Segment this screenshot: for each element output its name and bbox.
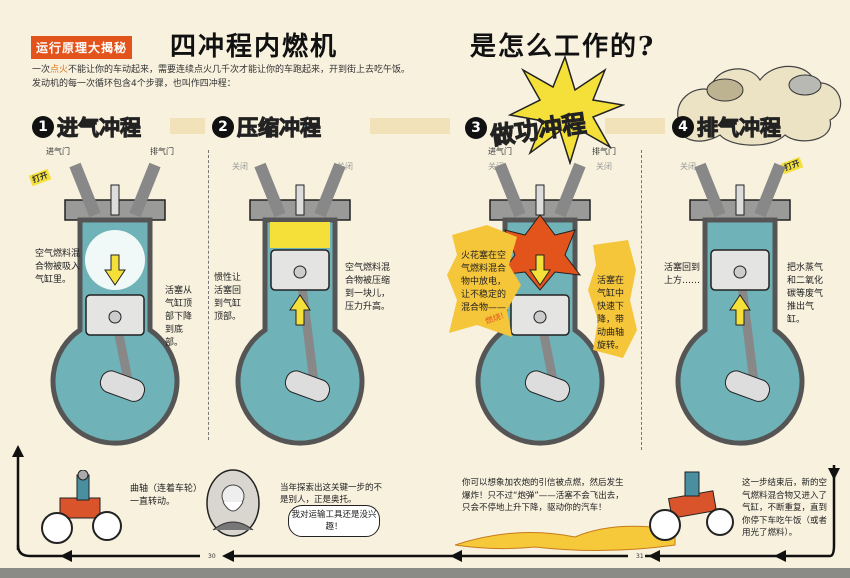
cylinder-crankcase [675,217,805,446]
step-label: 做功冲程 [488,109,588,151]
intake-port [254,162,286,218]
note-burst-icon [447,225,521,337]
intro-text: 一次点火不能让你的车动起来，需要连续点火几千次才能让你的车跑起来，开到街上去吃午… [32,63,412,91]
step-2-note-left: 惯性让活塞回到气缸顶部。 [214,273,242,322]
intake-port [69,162,101,218]
step-number: 3 [465,116,487,139]
step-4-header: 4 排气冲程 [672,112,782,142]
intake-valve-label: 进气门 [46,147,70,156]
intro-part: 不能让你的车动起来，需要连续点火几千次才能让你的车跑起来，开到街上去吃午饭。发动… [32,65,411,89]
page-title-right: 是怎么工作的? [470,32,656,62]
exhaust-valve-state: 关闭 [596,162,612,171]
spark-plug [735,184,745,216]
engine-intake-stroke [50,162,180,446]
intake-port [694,162,726,218]
intake-valve-state: 关闭 [680,162,696,171]
cycle-arrow-loop [12,445,840,562]
step-3-header: 3 做功冲程 [465,109,588,151]
speeding-car-icon [649,471,734,541]
step-label: 压缩冲程 [237,116,322,141]
piston-pin [733,265,747,279]
step-4-note-left: 活塞回到上方…… [664,263,701,286]
step-1-header: 1 进气冲程 [32,112,142,142]
motion-arrow-icon [729,294,751,326]
exhaust-port [754,162,786,218]
piston-pin [533,310,547,324]
step-2-note-right: 空气燃料混合物被压缩到一块儿，压力升高。 [345,263,391,312]
stroke-divider [641,150,642,450]
repeat-note: 这一步结束后，新的空气燃料混合物又进入了气缸，不断重复，直到你停下车吃午饭（或者… [742,478,828,538]
crankshaft [724,370,771,402]
starburst-icon [507,55,625,165]
step-2-header: 2 压缩冲程 [212,112,322,142]
flow-arrow [170,118,205,134]
intake-valve-label: 进气门 [488,147,512,156]
step-1-note-left: 空气燃料混合物被吸入气缸里。 [35,249,81,285]
stroke-divider [208,150,209,440]
intro-part: 一次 [32,65,51,75]
exhaust-valve-label: 排气门 [150,147,174,156]
spark-plug [535,184,545,216]
intake-valve-state: 关闭 [488,162,504,171]
crankshaft [524,370,571,402]
otto-caption: 当年探索出这关键一步的不是别人，正是奥托。 [280,483,383,505]
crankshaft [99,370,146,402]
note-burst-icon [588,240,637,358]
exhaust-cloud-icon [677,65,842,146]
old-car-driver-icon [41,470,122,544]
motion-arrow-icon [289,294,311,326]
motion-arrow-icon [529,254,551,286]
exhaust-port [314,162,346,218]
crank-note: 曲轴（连着车轮）一直转动。 [130,484,203,507]
intake-port [494,162,526,218]
cannon-note: 你可以想象加农炮的引信被点燃，然后发生爆炸！只不过“炮弹”——活塞不会飞出去，只… [462,478,624,513]
step-label: 进气冲程 [57,116,142,141]
explosion-icon [498,214,582,291]
engine-compression-stroke [235,162,365,446]
exhaust-port [129,162,161,218]
exhaust-port [554,162,586,218]
page-number-right: 31 [636,553,644,560]
page-number-left: 30 [208,553,216,560]
crankshaft [284,370,331,402]
step-3-note-left: 火花塞在空气燃料混合物中放电，让不稳定的混合物—— [461,251,507,313]
step-label: 排气冲程 [697,116,782,141]
step-1-note-right: 活塞从气缸顶部下降到底部。 [165,286,193,348]
intro-highlight: 点火 [50,65,69,75]
piston-pin [293,265,307,279]
intake-valve-state: 关闭 [232,162,248,171]
cylinder-crankcase [235,217,365,446]
motion-arrow-icon [104,254,126,286]
spark-plug [110,184,120,216]
section-banner: 运行原理大揭秘 [31,36,133,59]
piston-pin [108,310,122,324]
step-number: 4 [672,116,694,138]
step-4-note-right: 把水蒸气和二氧化碳等废气推出气缸。 [787,263,824,325]
exhaust-valve-label: 排气门 [592,147,616,156]
exhaust-valve-state: 关闭 [337,162,353,171]
otto-speech-bubble: 我对运输工具还是没兴趣！ [288,505,380,537]
spark-plug [295,184,305,216]
step-3-note-right: 活塞在气缸中快速下降，带动曲轴旋转。 [597,276,625,351]
flow-arrow [370,118,450,134]
otto-portrait [206,469,260,537]
step-number: 2 [212,116,234,138]
engine-exhaust-stroke [675,162,805,446]
page-title-left: 四冲程内燃机 [170,32,339,62]
viewer-bottom-bar [0,568,850,578]
flow-arrow [605,118,665,134]
compressed-mixture [270,222,330,248]
step-number: 1 [32,116,54,138]
